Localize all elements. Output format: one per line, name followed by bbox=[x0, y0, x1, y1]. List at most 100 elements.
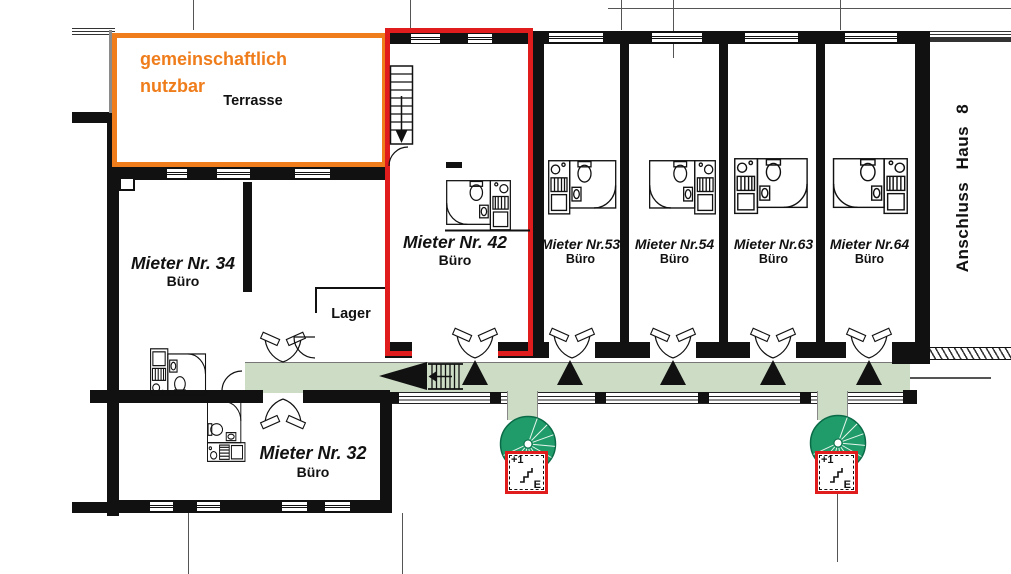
entrance-marker bbox=[660, 360, 686, 385]
room-type: Büro bbox=[565, 252, 596, 267]
room-label-mieter-63: Mieter Nr.63 Büro bbox=[721, 236, 826, 267]
partition-wall bbox=[533, 44, 544, 342]
window bbox=[295, 169, 330, 178]
ground-level-label: E bbox=[533, 479, 541, 491]
wall-stub bbox=[446, 162, 462, 168]
sanitary-unit-icon bbox=[446, 180, 511, 231]
window-post bbox=[698, 392, 709, 403]
entrance-marker bbox=[856, 360, 882, 385]
sanitary-unit-icon bbox=[648, 160, 716, 215]
window bbox=[468, 34, 492, 43]
wall-niche bbox=[119, 177, 135, 191]
door-arc bbox=[221, 336, 316, 392]
room-label-mieter-32: Mieter Nr. 32 Büro bbox=[233, 443, 393, 480]
level-marker-frame bbox=[819, 455, 854, 490]
sanitary-unit-icon bbox=[832, 158, 908, 215]
corridor-wall bbox=[892, 342, 930, 364]
window bbox=[150, 502, 173, 511]
room-label-mieter-64: Mieter Nr.64 Büro bbox=[817, 236, 922, 267]
grid-line bbox=[837, 492, 838, 562]
partition-wall bbox=[816, 44, 825, 342]
room-type: Büro bbox=[296, 463, 330, 480]
tenant-name: Mieter Nr.53 bbox=[540, 236, 621, 252]
window-post bbox=[388, 392, 399, 403]
common-area-label: gemeinschaftlich nutzbar bbox=[140, 46, 287, 100]
corridor-direction-arrow bbox=[379, 362, 427, 390]
corridor-end-post bbox=[903, 390, 917, 404]
corridor-wall bbox=[796, 342, 846, 358]
room-label-lager: Lager bbox=[331, 306, 371, 322]
grid-line bbox=[621, 0, 622, 30]
partition-wall bbox=[243, 182, 252, 292]
room-label-mieter-42: Mieter Nr. 42 Büro bbox=[375, 232, 535, 269]
door-opening bbox=[750, 342, 796, 359]
level-marker: +1 E bbox=[505, 451, 548, 494]
window bbox=[167, 169, 187, 178]
connection-hatch bbox=[930, 347, 1011, 360]
corridor-wall bbox=[696, 342, 750, 358]
tenant-name: Mieter Nr. 42 bbox=[402, 232, 508, 252]
grid-line bbox=[608, 8, 1011, 9]
wall-stub bbox=[72, 112, 119, 123]
grid-line bbox=[193, 0, 194, 30]
window bbox=[411, 34, 440, 43]
window bbox=[845, 33, 897, 42]
sanitary-unit-icon bbox=[548, 160, 617, 215]
ground-level-label: E bbox=[843, 479, 851, 491]
grid-line bbox=[903, 377, 991, 379]
grid-line bbox=[410, 0, 411, 29]
tenant-name: Mieter Nr.54 bbox=[634, 236, 715, 252]
level-up-label: +1 bbox=[511, 454, 524, 466]
window bbox=[652, 33, 702, 42]
door-opening bbox=[650, 342, 696, 359]
room-type: Büro bbox=[166, 273, 200, 290]
level-marker: +1 E bbox=[815, 451, 858, 494]
sanitary-unit-icon bbox=[149, 348, 207, 396]
grid-line bbox=[188, 513, 189, 574]
stairs-icon bbox=[830, 468, 843, 483]
sanitary-unit-icon bbox=[734, 158, 808, 215]
window bbox=[325, 502, 350, 511]
corridor-wall bbox=[303, 390, 390, 403]
stair-connector bbox=[507, 391, 538, 420]
double-door-icon bbox=[749, 327, 797, 359]
level-marker-frame bbox=[509, 455, 544, 490]
window bbox=[217, 169, 250, 178]
door-opening bbox=[549, 342, 595, 359]
tenant-name: Mieter Nr.63 bbox=[733, 236, 814, 252]
wall-lines bbox=[72, 28, 115, 35]
entrance-marker bbox=[760, 360, 786, 385]
room-label-mieter-34: Mieter Nr. 34 Büro bbox=[103, 253, 263, 290]
door-opening bbox=[846, 342, 892, 359]
partition-wall bbox=[719, 44, 728, 342]
exterior-wall-top bbox=[385, 33, 533, 44]
grid-line bbox=[673, 0, 674, 58]
room-type: Büro bbox=[438, 252, 472, 269]
corridor-wall bbox=[90, 390, 263, 403]
common-area-label-line1: gemeinschaftlich bbox=[140, 49, 288, 69]
stairs-icon bbox=[520, 468, 533, 483]
wall-line bbox=[109, 30, 112, 113]
exterior-wall-left bbox=[107, 112, 119, 516]
connection-label: Anschluss Haus 8 bbox=[953, 103, 972, 273]
stair-connector bbox=[817, 391, 848, 420]
grid-line bbox=[402, 513, 403, 574]
lager-wall bbox=[315, 287, 317, 313]
room-label-mieter-53: Mieter Nr.53 Büro bbox=[528, 236, 633, 267]
corridor-wall bbox=[595, 342, 650, 358]
room-label-mieter-54: Mieter Nr.54 Büro bbox=[622, 236, 727, 267]
exterior-wall-top bbox=[533, 31, 930, 44]
window-lines bbox=[930, 31, 1011, 42]
lager-wall bbox=[315, 287, 387, 289]
room-label-terrasse: Terrasse bbox=[223, 93, 283, 109]
tenant-name: Mieter Nr. 32 bbox=[259, 443, 367, 463]
entrance-marker bbox=[557, 360, 583, 385]
exterior-wall-right bbox=[915, 31, 930, 362]
wall-stub bbox=[72, 502, 107, 513]
tenant-name: Mieter Nr. 34 bbox=[130, 253, 236, 273]
entrance-marker bbox=[462, 360, 488, 385]
window-post bbox=[800, 392, 811, 403]
window bbox=[197, 502, 220, 511]
room-type: Büro bbox=[758, 252, 789, 267]
